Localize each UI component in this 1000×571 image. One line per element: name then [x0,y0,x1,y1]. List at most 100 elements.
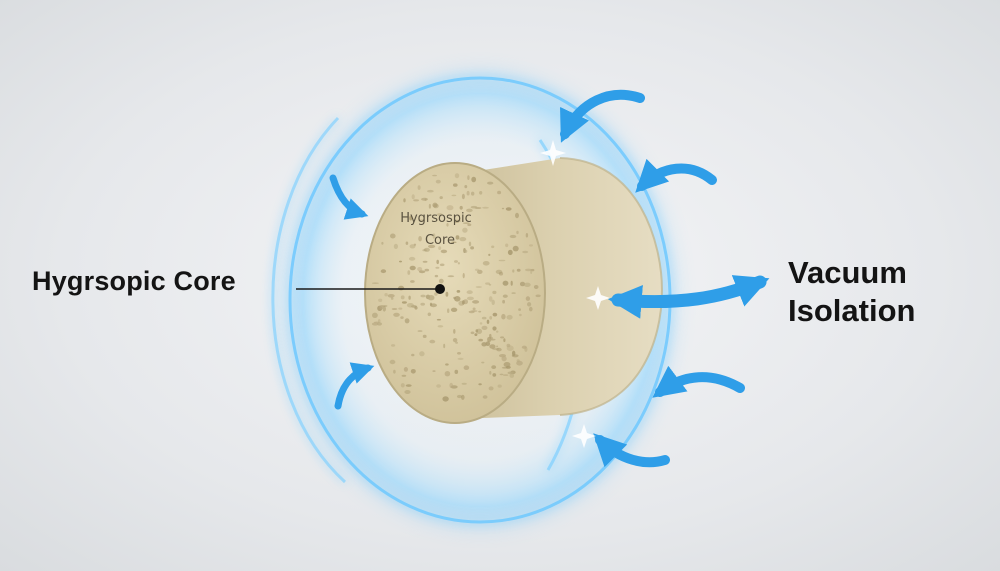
core-pore [443,343,446,349]
core-pore [533,285,539,289]
curved-arrow-icon [593,433,670,468]
core-pore [502,280,509,286]
core-pore [462,272,465,279]
core-pore [475,329,479,333]
core-pore [449,382,454,388]
core-pore [432,233,436,239]
core-pore [463,249,468,253]
core-pore [471,176,477,183]
core-pore [489,344,496,349]
core-pore [466,290,473,295]
core-leader-dot [435,284,445,294]
core-pore [417,185,421,190]
core-pore [406,303,414,308]
core-pore [374,321,380,324]
core-pore [393,312,400,317]
core-pore [457,262,460,265]
core-pore [418,270,426,274]
core-pore [506,343,511,348]
flow-arrows [329,89,770,468]
core-pore [461,382,467,385]
engraved-text-line1: Hygrsospic [400,211,472,226]
engraved-text-line2: Core [425,233,455,248]
core-pore [505,365,511,369]
core-pore [489,316,493,320]
core-pore [488,386,494,391]
core-pore [527,302,532,307]
core-pore [454,369,459,374]
core-pore [497,190,502,195]
core-pore [519,313,522,317]
core-pore [450,307,458,312]
core-pore [464,185,468,189]
core-pore [491,299,495,305]
core-pore [512,245,519,252]
core-pore [525,233,529,238]
core-pore [453,296,456,300]
core-pore [524,346,528,352]
core-pore [410,280,415,283]
core-pore [516,360,523,366]
core-pore [445,291,449,297]
core-pore [503,362,511,367]
core-pore [489,338,496,341]
core-pore [498,271,504,276]
core-pore [451,194,457,197]
core-pore [440,249,448,254]
core-pore [446,205,454,211]
core-pore [408,256,416,261]
core-pore [421,197,428,201]
core-pore [506,345,514,352]
core-pore [401,301,407,304]
core-pore [400,316,404,319]
core-pore [393,243,398,249]
core-pore [384,293,388,297]
core-pore [529,244,533,247]
core-pore [479,191,483,195]
core-pore [439,196,443,200]
core-pore [466,296,474,301]
core-pore [481,342,487,347]
core-pore [496,347,502,352]
core-pore [436,318,441,321]
core-pore [499,373,504,376]
core-pore [457,357,464,360]
core-pore [436,384,441,388]
core-pore [444,371,451,377]
core-pore [503,338,506,343]
core-pore [403,198,406,203]
core-pore [422,334,427,338]
core-pore [437,325,444,328]
core-pore [417,267,423,272]
core-pore [454,219,460,223]
core-pore [535,294,541,298]
core-pore [447,275,455,278]
core-pore [478,310,482,313]
core-pore [438,246,442,251]
core-pore [390,297,394,300]
core-pore [381,241,384,245]
core-pore [488,253,491,256]
core-pore [380,269,387,274]
core-pore [468,241,472,247]
core-pore [427,312,431,317]
core-pore [522,250,529,254]
core-pore [466,190,470,196]
core-pore [474,333,478,336]
core-pore [492,290,497,295]
core-pore [456,394,463,399]
core-pore [481,316,487,320]
core-pore [502,299,505,304]
core-pore [454,260,458,263]
core-pore [420,294,426,298]
core-pore [495,269,503,274]
core-pore [435,179,441,184]
core-pore [470,331,475,335]
core-pore [475,286,482,288]
core-pore [436,213,443,216]
core-pore [467,175,470,181]
core-pore [487,336,492,343]
core-pore [413,199,420,202]
curved-arrow-icon [652,365,745,398]
